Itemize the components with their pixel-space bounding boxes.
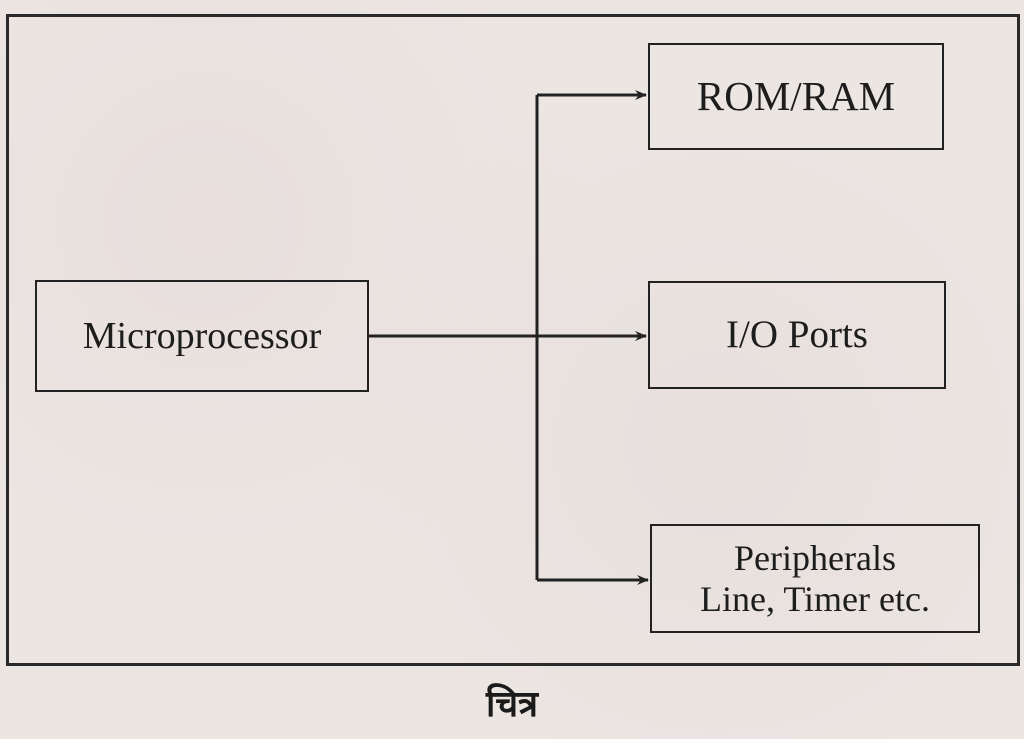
microprocessor-label: Microprocessor xyxy=(82,314,322,357)
peripherals-node: Peripherals Line, Timer etc. xyxy=(650,524,980,633)
io-ports-node: I/O Ports xyxy=(648,281,946,389)
diagram-frame xyxy=(6,14,1020,666)
peripherals-label-line1: Peripherals xyxy=(734,538,896,579)
peripherals-label-line2: Line, Timer etc. xyxy=(700,578,930,619)
microprocessor-node: Microprocessor xyxy=(35,280,369,392)
rom-ram-label: ROM/RAM xyxy=(696,72,896,119)
rom-ram-node: ROM/RAM xyxy=(648,43,944,150)
figure-caption: चित्र xyxy=(485,684,539,725)
io-ports-label: I/O Ports xyxy=(726,313,868,357)
